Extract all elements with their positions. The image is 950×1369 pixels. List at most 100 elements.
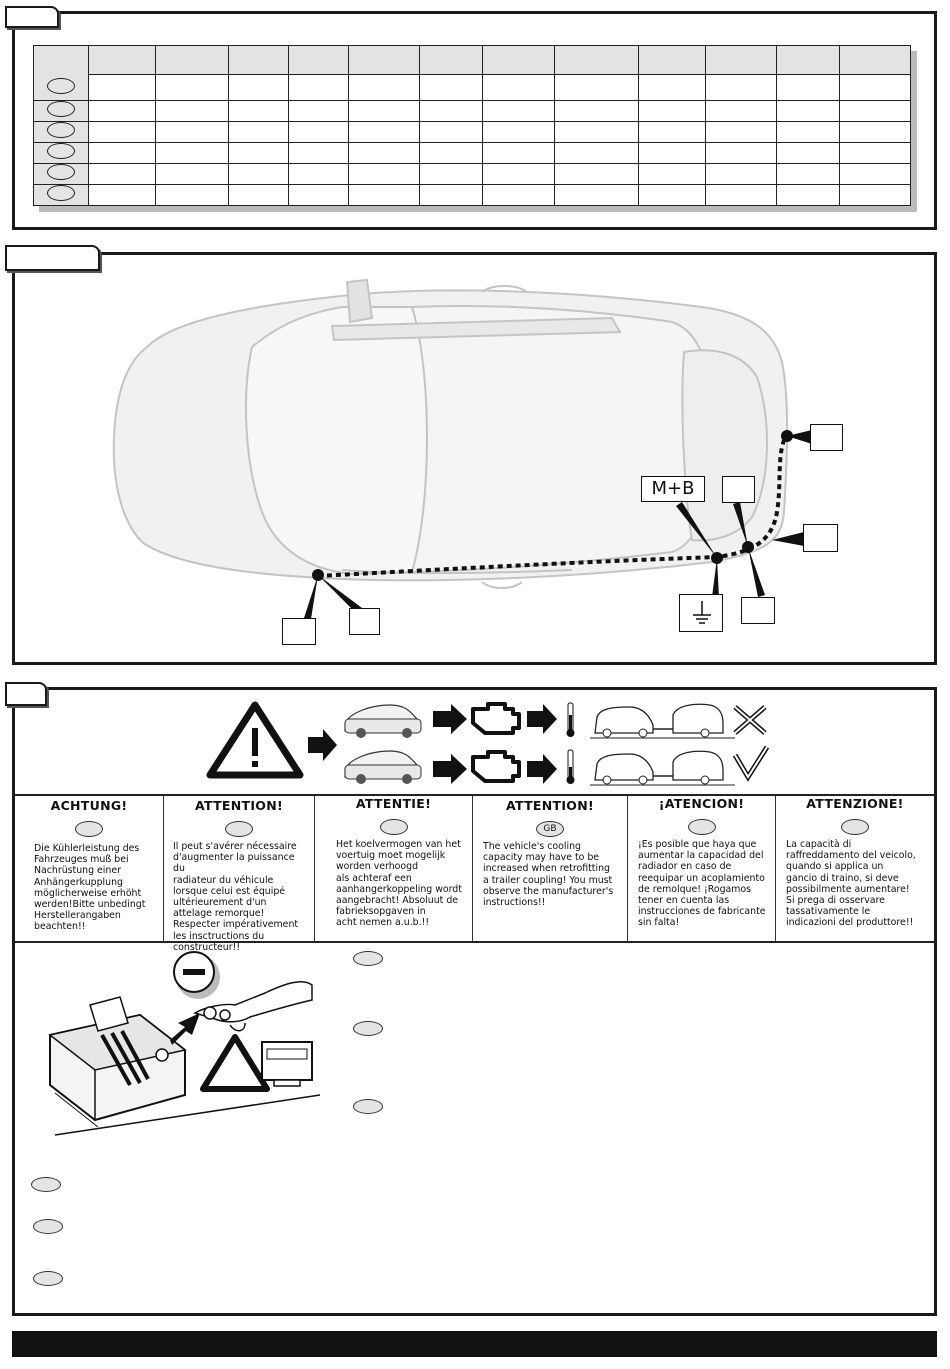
wiring-diagram-panel [12,252,937,665]
notice-title: ATTENTION! [505,798,594,813]
row-marker-oval [46,185,75,201]
ground-symbol-box [679,594,723,632]
notice-title: ¡ATENCION! [658,796,745,811]
language-code-oval [379,819,408,835]
callout-pointer [712,558,719,598]
table-row [33,142,912,164]
table-row [33,100,912,122]
thermometer-icon [566,749,575,784]
notice-title: ATTENTION! [194,798,283,813]
language-marker-oval [33,1271,63,1286]
language-marker-oval [33,1219,63,1234]
sedan-car-icon [344,750,422,784]
label-box [810,424,843,451]
warning-panel-tab [5,682,47,706]
warning-triangle-icon [200,1034,270,1092]
language-code-oval [841,819,869,835]
divider [775,796,776,941]
divider [472,796,473,941]
row-marker-oval [46,164,75,180]
table-header-cell [554,45,640,75]
thermometer-icon [566,702,575,737]
notice-title: ATTENTIE! [355,796,432,811]
checkmark-icon [732,745,770,782]
callout-pointer [676,502,717,558]
radio-code-icon [261,1041,313,1087]
upward-arrow-icon [170,1013,200,1045]
hand-with-clamp-icon [193,981,313,1032]
table-header-cell [775,45,840,75]
table-header-cell [638,45,707,75]
language-code-oval [687,819,716,835]
language-marker-oval [31,1177,61,1192]
engine-icon [471,702,521,735]
warning-panel [12,687,937,1316]
callout-pointer [318,575,362,613]
cross-icon [733,705,767,735]
warning-triangle-icon [206,701,304,779]
notice-title: ATTENZIONE! [806,796,904,811]
car-with-caravan-icon [590,703,735,739]
divider [163,796,164,941]
divider [15,794,934,796]
label-box [803,524,838,552]
table-header-cell [705,45,777,75]
minus-terminal-icon [173,951,220,999]
language-code-oval: GB [536,821,564,837]
footer-bar [12,1331,937,1357]
table-header-row [33,45,912,101]
language-code-oval [225,821,253,837]
car-wiring-diagram [112,278,812,619]
sedan-car-icon [344,704,422,738]
label-box [349,608,380,635]
car-illustration [112,278,789,589]
divider [15,941,934,943]
table-header-cell [154,45,230,75]
table-header-cell [288,45,349,75]
callout-pointer [304,575,318,619]
callout-pointer [787,430,812,444]
table-header-cell [228,45,290,75]
arrow-right-icon [308,729,337,761]
language-code-oval [75,821,103,837]
row-marker-oval [46,101,75,117]
arrow-right-icon [527,754,557,784]
divider [627,796,628,941]
vehicle-table [33,45,912,206]
callout-pointer [748,547,765,597]
table-header-cell [838,45,912,75]
row-marker-oval [46,78,75,94]
wiring-diagram-tab [5,245,100,271]
car-battery-icon [48,996,321,1136]
table-panel [12,11,937,230]
table-corner-cell [33,45,89,101]
table-row [33,163,912,185]
notice-title: ACHTUNG! [50,798,128,813]
battery-disconnect-illustration [48,951,321,1136]
callout-pointer [733,502,748,547]
cooling-warning-illustration [206,701,770,786]
language-marker-oval [353,1021,383,1036]
table-row [34,74,912,101]
car-with-caravan-icon [590,750,735,786]
engine-icon [471,750,521,783]
table-panel-tab [5,6,59,28]
table-header-cell [418,45,484,75]
arrow-right-icon [433,754,467,784]
table-header-cell [347,45,420,75]
table-header-cell [87,45,156,75]
language-marker-oval [353,1099,383,1114]
callout-pointer [772,532,804,546]
mb-label-box: M+B [641,476,705,502]
